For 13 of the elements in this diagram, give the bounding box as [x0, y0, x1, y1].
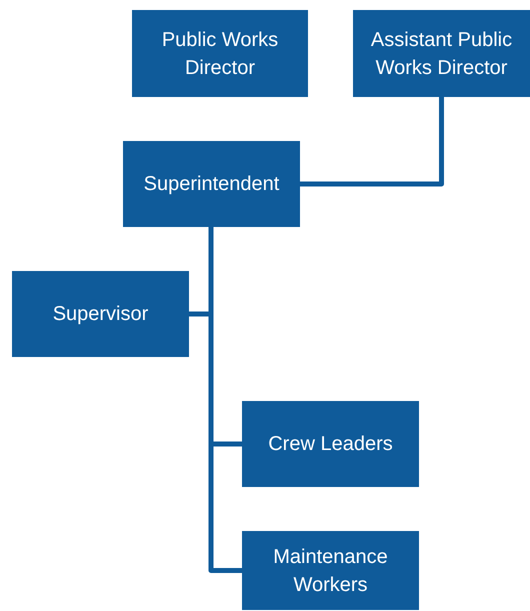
role-title: Public Works Director: [160, 28, 280, 80]
connector-line: [300, 97, 444, 186]
role-title: Crew Leaders: [268, 432, 393, 457]
role-title: Assistant Public Works Director: [370, 28, 514, 80]
org-box: [242, 531, 419, 610]
role-title: Supervisor: [52, 302, 148, 327]
org-box: [353, 10, 530, 97]
role-title: Superintendent: [144, 172, 280, 197]
org-box: [123, 141, 300, 227]
org-box: [242, 401, 419, 487]
role-title: Maintenance Workers: [272, 544, 389, 598]
org-box: [132, 10, 308, 97]
org-box: [12, 271, 189, 357]
